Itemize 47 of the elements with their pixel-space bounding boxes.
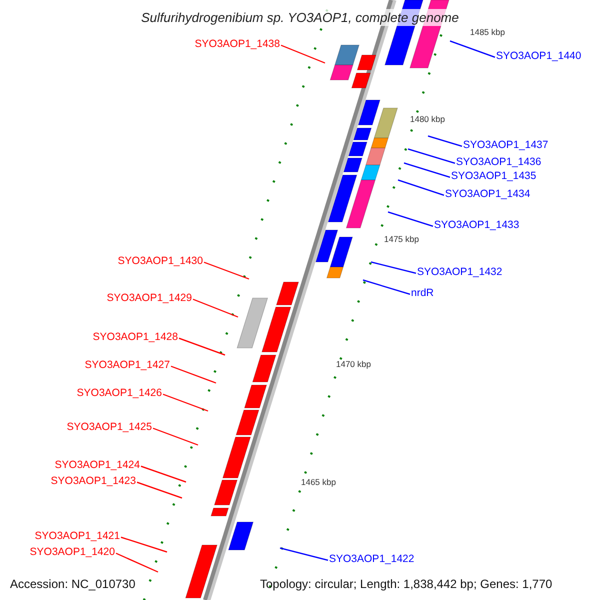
gene-label: SYO3AOP1_1434	[445, 189, 530, 200]
leader-line	[162, 394, 208, 412]
gene-label: SYO3AOP1_1421	[34, 531, 120, 542]
gene-label: SYO3AOP1_1432	[417, 267, 502, 278]
gene-label: SYO3AOP1_1438	[194, 39, 280, 50]
leader-line	[178, 338, 226, 356]
gene-label: SYO3AOP1_1422	[329, 554, 414, 564]
gene-label: SYO3AOP1_1429	[106, 293, 192, 304]
gene-label: SYO3AOP1_1436	[456, 157, 542, 168]
leader-line	[192, 298, 238, 318]
gene-label: SYO3AOP1_1423	[50, 476, 136, 486]
leader-line	[408, 148, 456, 164]
gene-label: SYO3AOP1_1426	[76, 388, 162, 398]
gene-label: SYO3AOP1_1428	[92, 332, 178, 342]
scale-label: 1475 kbp	[384, 235, 419, 244]
scale-label: 1485 kbp	[470, 28, 505, 36]
gene-label: SYO3AOP1_1437	[463, 140, 548, 150]
gene-label: SYO3AOP1_1435	[451, 171, 536, 182]
leader-line	[140, 466, 186, 483]
gene-label: SYO3AOP1_1424	[54, 460, 140, 470]
leader-line	[116, 552, 158, 573]
gene-label: nrdR	[411, 288, 434, 298]
leader-line	[404, 162, 450, 178]
leader-line	[170, 366, 216, 384]
scale-label: 1470 kbp	[336, 360, 371, 368]
scale-label: 1465 kbp	[301, 478, 336, 486]
genome-info-text: Topology: circular; Length: 1,838,442 bp; Genes: 1,770	[260, 578, 552, 590]
leader-line	[280, 547, 328, 561]
leader-line	[152, 428, 198, 446]
gene-label: SYO3AOP1_1425	[66, 422, 152, 432]
leader-line	[370, 261, 416, 274]
gene-label: SYO3AOP1_1433	[434, 220, 520, 230]
gene-label: SYO3AOP1_1420	[30, 547, 115, 558]
scale-label: 1480 kbp	[410, 115, 445, 124]
leader-line	[398, 179, 444, 196]
leader-line	[450, 40, 496, 58]
leader-line	[120, 536, 168, 553]
gene-label: SYO3AOP1_1440	[496, 51, 582, 62]
accession-text: Accession: NC_010730	[10, 578, 136, 590]
leader-line	[204, 262, 250, 280]
gene-label: SYO3AOP1_1427	[84, 360, 170, 370]
gene-label: SYO3AOP1_1430	[118, 256, 203, 266]
leader-line	[388, 211, 434, 227]
leader-line	[280, 44, 326, 64]
leader-line	[428, 135, 462, 147]
leader-line	[136, 482, 182, 499]
leader-line	[362, 279, 410, 295]
